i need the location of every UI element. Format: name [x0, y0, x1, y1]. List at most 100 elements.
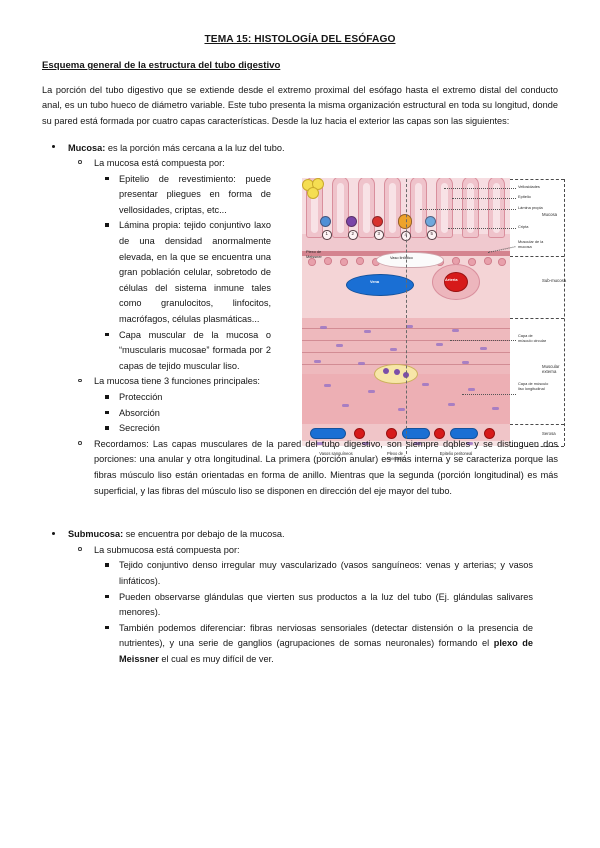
- layer-label-submucosa: Sub-mucosa: [542, 278, 567, 283]
- layer-label-muscular-externa: Muscular externa: [542, 364, 560, 375]
- list-item-mucosa: Mucosa: es la porción más cercana a la l…: [42, 141, 558, 500]
- list-item: Protección: [94, 390, 558, 406]
- serosa-vein: [402, 428, 430, 439]
- cell-lymphocyte: [346, 216, 357, 227]
- histology-figure: 1 2 3 4 5 Vaso linfático: [302, 178, 574, 462]
- callout-lamina-propia: Lámina propia: [518, 205, 543, 210]
- lymphatic-vessel-label: Vaso linfático: [390, 255, 413, 260]
- bullet-disc-icon: [52, 144, 56, 149]
- serosa-vein: [310, 428, 346, 439]
- bullet-square-icon: [105, 594, 109, 599]
- meissner-plexus-ganglion: [302, 178, 328, 199]
- bullet-square-icon: [105, 426, 109, 430]
- mucosa-function-proteccion: Protección: [119, 392, 163, 403]
- serosa-artery: [386, 428, 397, 439]
- mucosa-remember-text: Recordamos: Las capas musculares de la p…: [94, 438, 558, 496]
- mucosa-heading-rest: es la porción más cercana a la luz del t…: [105, 142, 285, 153]
- artery-lumen: [444, 272, 468, 292]
- mucosa-heading: Mucosa: es la porción más cercana a la l…: [68, 141, 558, 157]
- mucosa-components-list: Epitelio de revestimiento: puede present…: [94, 172, 558, 375]
- bullet-square-icon: [105, 563, 109, 567]
- bullet-square-icon: [105, 332, 109, 337]
- bullet-square-icon: [105, 625, 109, 630]
- mucosa-list: Mucosa: es la porción más cercana a la l…: [42, 141, 558, 500]
- mucosa-sublist: La mucosa está compuesta por: Epitelio d…: [68, 156, 558, 499]
- callout-cripta: Cripta: [518, 224, 529, 229]
- bullet-circle-icon: [78, 378, 82, 383]
- villus: [384, 178, 401, 238]
- list-item-submucosa-composed: La submucosa está compuesta por: Tejido …: [68, 543, 558, 668]
- villus: [462, 178, 479, 238]
- list-item-submucosa: Submucosa: se encuentra por debajo de la…: [42, 527, 558, 667]
- submucosa-last-part2: el cual es muy difícil de ver.: [158, 653, 274, 664]
- vein-vessel: [346, 274, 414, 296]
- cell-number: 1: [322, 230, 332, 240]
- bottom-label-epitelio-peritoneal: Epitelio peritoneal: [439, 451, 473, 456]
- plexo-meissner-bold: plexo de Meissner: [119, 638, 533, 664]
- mucosa-component-lamina-propia: Lámina propia: tejido conjuntivo laxo de…: [119, 220, 271, 325]
- callout-muscular-mucosa: Muscular de la mucosa: [518, 239, 544, 249]
- cell-granulocyte: [320, 216, 331, 227]
- villus: [410, 178, 427, 238]
- submucosa-list: Submucosa: se encuentra por debajo de la…: [42, 527, 558, 667]
- mucosa-heading-bold: Mucosa:: [68, 142, 106, 153]
- bullet-square-icon: [105, 176, 109, 181]
- serosa-vein: [450, 428, 478, 439]
- villus: [332, 178, 349, 238]
- mucosa-component-muscularis-mucosae: Capa muscular de la mucosa o “muscularis…: [119, 329, 271, 371]
- page-title: TEMA 15: HISTOLOGÍA DEL ESÓFAGO: [204, 34, 396, 45]
- meissner-plexus-label: Plexo de Meissner: [306, 249, 322, 259]
- submucosa-heading-bold: Submucosa:: [68, 529, 124, 540]
- list-item: También podemos diferenciar: fibras nerv…: [94, 621, 558, 668]
- lymphatic-vessel: [376, 252, 444, 268]
- artery-label: Arteria: [445, 277, 458, 282]
- submucosa-component-fibras-nerviosas: También podemos diferenciar: fibras nerv…: [119, 621, 533, 668]
- cell-number: 5: [427, 230, 437, 240]
- submucosa-components-list: Tejido conjuntivo denso irregular muy va…: [94, 558, 558, 667]
- list-item: Tejido conjuntivo denso irregular muy va…: [94, 558, 558, 589]
- villus: [488, 178, 505, 238]
- bullet-circle-icon: [78, 546, 82, 551]
- callout-epitelio: Epitelio: [518, 194, 531, 199]
- list-item: Lámina propia: tejido conjuntivo laxo de…: [94, 218, 558, 327]
- submucosa-component-tejido-conjuntivo: Tejido conjuntivo denso irregular muy va…: [119, 560, 533, 586]
- layer-label-mucosa: Mucosa: [542, 212, 558, 217]
- label-longitudinal-muscle: Capa de músculo liso longitudinal: [518, 381, 549, 391]
- list-item-mucosa-functions: La mucosa tiene 3 funciones principales:…: [68, 374, 558, 436]
- cell-number: 3: [374, 230, 384, 240]
- mucosa-function-absorcion: Absorción: [119, 407, 160, 418]
- vein-label: Vena: [370, 279, 380, 284]
- mucosa-function-secrecion: Secreción: [119, 423, 160, 434]
- serosa-artery: [354, 428, 365, 439]
- label-circular-muscle: Capa de músculo circular: [518, 333, 547, 343]
- villus: [358, 178, 375, 238]
- section-title: Esquema general de la estructura del tub…: [42, 60, 281, 72]
- intro-paragraph: La porción del tubo digestivo que se ext…: [42, 84, 558, 126]
- list-item-mucosa-remember: Recordamos: Las capas musculares de la p…: [68, 437, 558, 499]
- serosa-artery: [484, 428, 495, 439]
- submucosa-heading: Submucosa: se encuentra por debajo de la…: [68, 527, 558, 543]
- cell-macrophage: [398, 214, 412, 229]
- bullet-square-icon: [105, 395, 109, 399]
- mucosa-component-epitelio: Epitelio de revestimiento: puede present…: [119, 173, 271, 215]
- list-item: Capa muscular de la mucosa o “muscularis…: [94, 328, 558, 375]
- list-item: Pueden observarse glándulas que vierten …: [94, 590, 558, 621]
- submucosa-heading-rest: se encuentra por debajo de la mucosa.: [123, 529, 285, 540]
- submucosa-component-glandulas: Pueden observarse glándulas que vierten …: [119, 591, 533, 618]
- bullet-circle-icon: [78, 440, 82, 445]
- submucosa-last-part1: También podemos diferenciar: fibras nerv…: [119, 622, 533, 649]
- mucosa-functions-list: Protección Absorción Secreción: [94, 390, 558, 437]
- bottom-label-vasos-sanguineos: Vasos sanguíneos: [319, 451, 353, 456]
- artery-wall: [432, 264, 480, 300]
- mucosa-functions-intro: La mucosa tiene 3 funciones principales:: [94, 376, 260, 387]
- bullet-circle-icon: [78, 160, 82, 164]
- bottom-label-plexo-auerbach: Plexo de Auerbach: [386, 451, 404, 461]
- document-content: TEMA 15: HISTOLOGÍA DEL ESÓFAGO Esquema …: [42, 34, 558, 670]
- cell-plasma: [425, 216, 436, 227]
- villus: [436, 178, 453, 238]
- bullet-disc-icon: [52, 531, 56, 535]
- list-item: Secreción: [94, 421, 558, 437]
- submucosa-composed-intro: La submucosa está compuesta por:: [94, 544, 240, 555]
- list-item: Absorción: [94, 406, 558, 422]
